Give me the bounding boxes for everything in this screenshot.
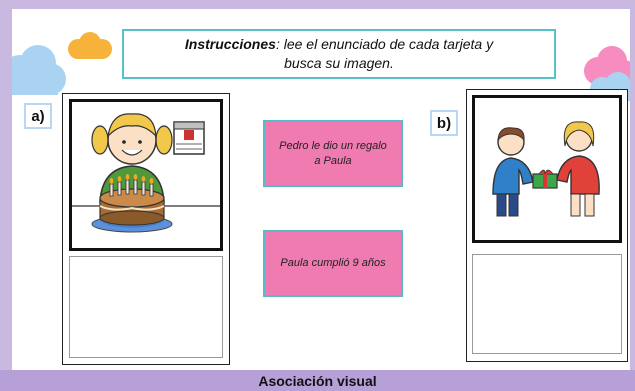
instructions-line1: Instrucciones: lee el enunciado de cada …	[185, 35, 493, 54]
card-a	[62, 93, 230, 365]
orange-cloud-icon	[68, 32, 112, 59]
card-a-answer-slot[interactable]	[69, 256, 223, 358]
card-b	[466, 89, 628, 362]
card-b-image-frame	[472, 95, 622, 243]
statement-card-1[interactable]: Pedro le dio un regalo a Paula	[263, 120, 403, 187]
birthday-girl-cake-icon	[72, 113, 220, 233]
instructions-box: Instrucciones: lee el enunciado de cada …	[122, 29, 556, 79]
instructions-title: Instrucciones	[184, 36, 276, 52]
gift-exchange-icon	[492, 121, 600, 217]
card-b-answer-slot[interactable]	[472, 254, 622, 354]
instructions-text-line1: : lee el enunciado de cada tarjeta y	[275, 36, 494, 52]
slide: Instrucciones: lee el enunciado de cada …	[12, 9, 630, 370]
instructions-text-line2: busca su imagen.	[284, 55, 394, 71]
label-a: a)	[24, 103, 52, 129]
blue-cloud-icon	[12, 45, 66, 95]
label-b: b)	[430, 110, 458, 136]
footer-bar: Asociación visual	[0, 370, 635, 391]
statement-card-2[interactable]: Paula cumplió 9 años	[263, 230, 403, 297]
footer-title: Asociación visual	[258, 372, 377, 389]
card-a-image-frame	[69, 99, 223, 251]
